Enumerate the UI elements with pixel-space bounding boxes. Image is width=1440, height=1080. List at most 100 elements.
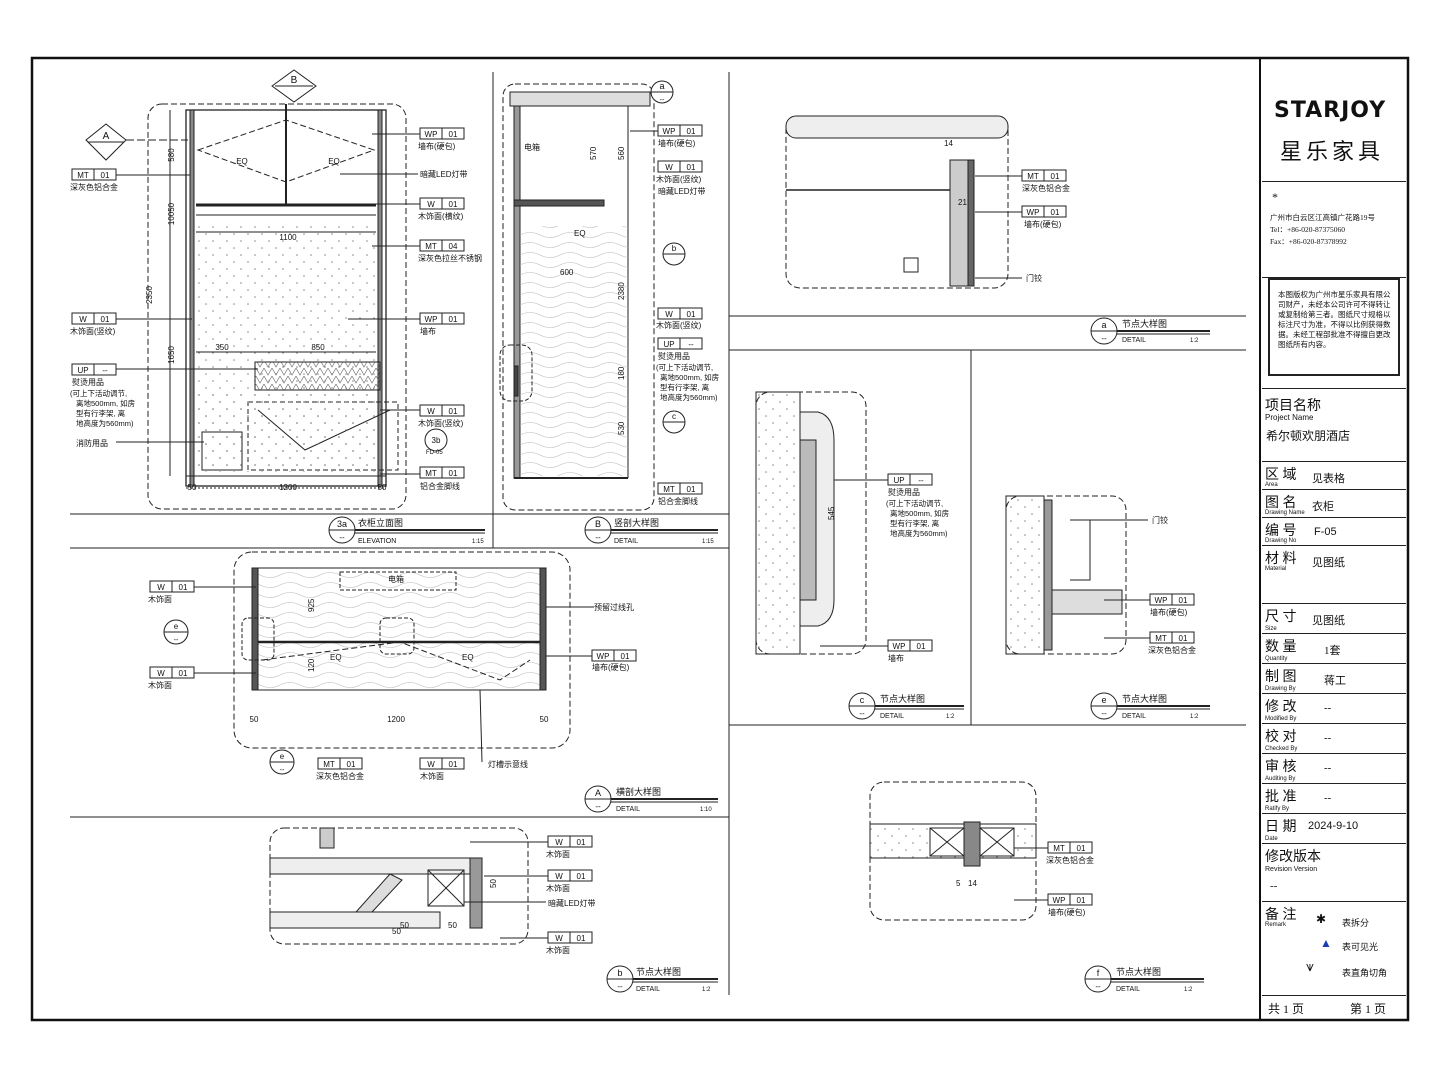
elevation-dimensions: 580 10050 2350 1650 1100 350 850 1200 50… <box>145 148 387 492</box>
view-title-B: B -- 竖剖大样图 DETAIL 1:15 <box>584 516 718 545</box>
drawing-no-row: 编 号 Drawing No F-05 <box>1262 518 1406 546</box>
svg-text:MT: MT <box>425 242 437 251</box>
svg-text:e: e <box>280 752 285 761</box>
svg-text:b: b <box>672 244 677 253</box>
date-value: 2024-9-10 <box>1308 820 1359 832</box>
svg-text:W: W <box>555 838 563 847</box>
svg-text:--: -- <box>617 982 623 991</box>
svg-text:50: 50 <box>392 927 401 936</box>
svg-text:DETAIL: DETAIL <box>1122 713 1146 720</box>
svg-text:暗藏LED灯带: 暗藏LED灯带 <box>420 169 468 179</box>
svg-text:01: 01 <box>687 163 696 172</box>
svg-text:W: W <box>157 669 165 678</box>
svg-text:W: W <box>555 872 563 881</box>
svg-text:UP: UP <box>77 366 88 375</box>
dim-50-left: 50 <box>188 483 197 492</box>
detail-c <box>755 391 867 655</box>
svg-text:W: W <box>427 200 435 209</box>
svg-text:A: A <box>103 131 110 142</box>
svg-text:01: 01 <box>577 934 586 943</box>
ratify-value: -- <box>1324 792 1332 804</box>
svg-text:离地500mm, 如房: 离地500mm, 如房 <box>890 508 949 518</box>
svg-text:01: 01 <box>577 872 586 881</box>
page-total: 共 1 页 <box>1268 1002 1305 1016</box>
svg-text:01: 01 <box>577 838 586 847</box>
svg-text:1:2: 1:2 <box>1190 714 1199 720</box>
svg-text:灯槽示意线: 灯槽示意线 <box>488 759 528 769</box>
svg-text:W: W <box>427 760 435 769</box>
svg-text:DETAIL: DETAIL <box>880 713 904 720</box>
svg-text:铝合金脚线: 铝合金脚线 <box>420 481 460 491</box>
svg-text:--: -- <box>1101 334 1107 343</box>
fax-text: Fax：+86-020-87378992 <box>1270 237 1347 246</box>
dim-1100: 1100 <box>279 233 297 242</box>
svg-text:1:10: 1:10 <box>700 807 712 813</box>
svg-text:节点大样图: 节点大样图 <box>1116 966 1161 977</box>
svg-text:--: -- <box>688 340 694 349</box>
address-row: * 广州市白云区江高镇广花路19号 Tel：+86-020-87375060 F… <box>1262 182 1406 278</box>
svg-text:--: -- <box>1101 709 1107 718</box>
svg-text:W: W <box>157 583 165 592</box>
revision-row: 修改版本 Revision Version -- <box>1262 844 1406 902</box>
dim-50-right: 50 <box>378 483 387 492</box>
remark-row: 备 注 Remark ✱ 表拆分 ▲ 表可见光 ⩛ 表直角切角 <box>1262 902 1406 996</box>
svg-text:离地500mm, 如房: 离地500mm, 如房 <box>76 398 135 408</box>
svg-text:2380: 2380 <box>617 282 626 300</box>
svg-text:01: 01 <box>1077 896 1086 905</box>
svg-text:木饰面: 木饰面 <box>546 849 570 859</box>
svg-text:木饰面: 木饰面 <box>148 680 172 690</box>
svg-text:WP: WP <box>1027 208 1040 217</box>
svg-text:WP: WP <box>893 642 906 651</box>
svg-text:WP: WP <box>425 130 438 139</box>
svg-text:深灰色铝合金: 深灰色铝合金 <box>1022 183 1070 193</box>
svg-text:WP: WP <box>1155 596 1168 605</box>
view-title-f: f -- 节点大样图 DETAIL 1:2 <box>1084 965 1204 993</box>
checked-value: -- <box>1324 732 1332 744</box>
svg-text:14: 14 <box>944 139 953 148</box>
view-title-a: a -- 节点大样图 DETAIL 1:2 <box>1090 317 1210 345</box>
svg-text:B: B <box>291 75 298 86</box>
svg-text:5: 5 <box>956 879 961 888</box>
svg-text:(可上下活动调节,: (可上下活动调节, <box>886 498 943 508</box>
area-value: 见表格 <box>1312 473 1345 485</box>
svg-text:EQ: EQ <box>462 653 474 662</box>
svg-text:木饰面: 木饰面 <box>546 945 570 955</box>
svg-text:W: W <box>79 315 87 324</box>
svg-text:EQ: EQ <box>330 653 342 662</box>
svg-text:型有行李架, 离: 型有行李架, 离 <box>890 518 940 528</box>
remark-1: 表拆分 <box>1342 918 1370 928</box>
svg-text:1:2: 1:2 <box>702 987 711 993</box>
view-title-c: c -- 节点大样图 DETAIL 1:2 <box>848 692 964 720</box>
svg-text:e: e <box>1101 695 1106 705</box>
star-icon: * <box>1272 190 1278 204</box>
view-title-3a: 3a -- 衣柜立面图 ELEVATION 1:15 <box>328 516 485 545</box>
svg-text:门铰: 门铰 <box>1026 273 1042 283</box>
svg-text:EQ: EQ <box>574 229 586 238</box>
svg-text:地高度为560mm): 地高度为560mm) <box>660 392 718 402</box>
svg-text:墙布(硬包): 墙布(硬包) <box>1024 219 1062 229</box>
svg-text:50: 50 <box>489 879 498 888</box>
svg-text:DETAIL: DETAIL <box>636 986 660 993</box>
svg-text:120: 120 <box>307 658 316 672</box>
svg-text:1:2: 1:2 <box>1184 987 1193 993</box>
tag-w01-left: W 01 木饰面(竖纹) <box>70 312 192 336</box>
svg-text:DETAIL: DETAIL <box>1116 986 1140 993</box>
svg-text:熨烫用品: 熨烫用品 <box>888 487 920 497</box>
svg-text:925: 925 <box>307 598 316 612</box>
detail-c-texts: UP-- 熨烫用品 (可上下活动调节, 离地500mm, 如房 型有行李架, 离… <box>820 473 949 663</box>
svg-text:c: c <box>672 412 676 421</box>
svg-text:深灰色铝合金: 深灰色铝合金 <box>1148 645 1196 655</box>
sheet-border <box>30 56 1410 1022</box>
size-row: 尺 寸 Size 见图纸 <box>1262 604 1406 634</box>
svg-text:01: 01 <box>687 310 696 319</box>
svg-text:01: 01 <box>449 200 458 209</box>
svg-text:01: 01 <box>347 760 356 769</box>
svg-text:--: -- <box>339 533 345 542</box>
svg-text:木饰面: 木饰面 <box>420 771 444 781</box>
svg-text:01: 01 <box>179 583 188 592</box>
revision-value: -- <box>1270 880 1278 892</box>
svg-text:暗藏LED灯带: 暗藏LED灯带 <box>548 898 596 908</box>
remark-3: 表直角切角 <box>1342 968 1388 978</box>
